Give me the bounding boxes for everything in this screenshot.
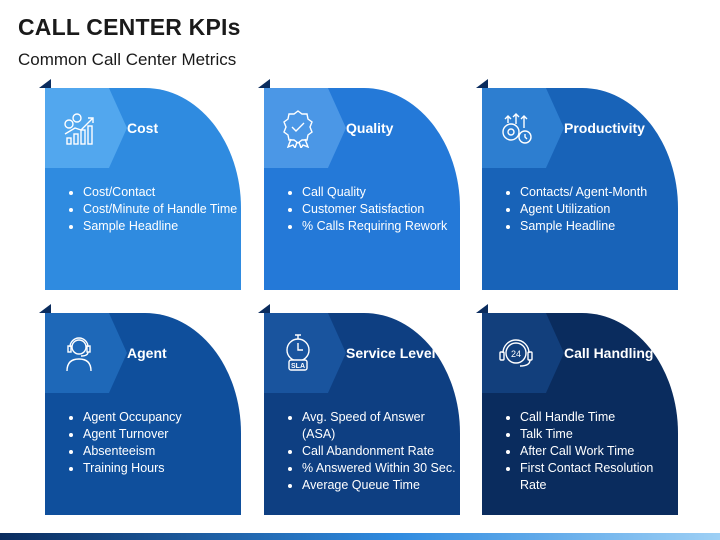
card-call-handling: 24 Call Handling Call Handle Time Talk T… bbox=[476, 304, 678, 515]
card-heading: Call Handling bbox=[564, 345, 654, 361]
card-fold bbox=[476, 304, 488, 313]
card-body: Agent Agent Occupancy Agent Turnover Abs… bbox=[45, 313, 241, 515]
list-item: Cost/Contact bbox=[83, 184, 241, 201]
card-list: Cost/Contact Cost/Minute of Handle Time … bbox=[67, 184, 241, 235]
card-agent: Agent Agent Occupancy Agent Turnover Abs… bbox=[39, 304, 241, 515]
card-body: Quality Call Quality Customer Satisfacti… bbox=[264, 88, 460, 290]
card-fold bbox=[476, 79, 488, 88]
money-growth-icon bbox=[64, 113, 94, 145]
card-tab bbox=[45, 313, 127, 393]
list-item: Average Queue Time bbox=[302, 477, 460, 494]
list-item: Agent Turnover bbox=[83, 426, 241, 443]
card-fold bbox=[39, 79, 51, 88]
sla-text: SLA bbox=[291, 363, 305, 370]
card-quality: Quality Call Quality Customer Satisfacti… bbox=[258, 79, 460, 290]
card-body: Productivity Contacts/ Agent-Month Agent… bbox=[482, 88, 678, 290]
card-list: Contacts/ Agent-Month Agent Utilization … bbox=[504, 184, 678, 235]
card-tab bbox=[482, 88, 564, 168]
card-body: 24 Call Handling Call Handle Time Talk T… bbox=[482, 313, 678, 515]
card-body: SLA Service Level Avg. Speed of Answer (… bbox=[264, 313, 460, 515]
list-item: First Contact Resolution Rate bbox=[520, 460, 678, 494]
list-item: Agent Utilization bbox=[520, 201, 678, 218]
card-cost: Cost Cost/Contact Cost/Minute of Handle … bbox=[39, 79, 241, 290]
card-tab bbox=[482, 313, 564, 393]
card-heading: Productivity bbox=[564, 120, 645, 136]
card-tab bbox=[264, 313, 346, 393]
list-item: Customer Satisfaction bbox=[302, 201, 460, 218]
card-tab bbox=[264, 88, 346, 168]
card-fold bbox=[258, 79, 270, 88]
list-item: Contacts/ Agent-Month bbox=[520, 184, 678, 201]
list-item: Agent Occupancy bbox=[83, 409, 241, 426]
card-heading: Cost bbox=[127, 120, 159, 136]
bottom-gradient-bar bbox=[0, 533, 720, 540]
card-fold bbox=[258, 304, 270, 313]
card-heading: Agent bbox=[127, 345, 167, 361]
card-heading: Quality bbox=[346, 120, 394, 136]
card-list: Agent Occupancy Agent Turnover Absenteei… bbox=[67, 409, 241, 477]
list-item: % Answered Within 30 Sec. bbox=[302, 460, 460, 477]
list-item: Sample Headline bbox=[520, 218, 678, 235]
card-body: Cost Cost/Contact Cost/Minute of Handle … bbox=[45, 88, 241, 290]
card-productivity: Productivity Contacts/ Agent-Month Agent… bbox=[476, 79, 678, 290]
24h-support-icon: 24 bbox=[499, 339, 533, 367]
24-text: 24 bbox=[511, 349, 521, 359]
list-item: % Calls Requiring Rework bbox=[302, 218, 460, 235]
page-title: CALL CENTER KPIs bbox=[18, 14, 241, 40]
productivity-gears-icon bbox=[502, 113, 532, 144]
list-item: Absenteeism bbox=[83, 443, 241, 460]
card-list: Avg. Speed of Answer (ASA) Call Abandonm… bbox=[286, 409, 460, 494]
list-item: Sample Headline bbox=[83, 218, 241, 235]
list-item: Call Abandonment Rate bbox=[302, 443, 460, 460]
sla-stopwatch-icon: SLA bbox=[286, 334, 310, 371]
list-item: After Call Work Time bbox=[520, 443, 678, 460]
headset-agent-icon bbox=[66, 337, 92, 372]
card-heading: Service Level bbox=[346, 345, 436, 361]
card-list: Call Quality Customer Satisfaction % Cal… bbox=[286, 184, 460, 235]
list-item: Call Handle Time bbox=[520, 409, 678, 426]
card-tab bbox=[45, 88, 127, 168]
list-item: Cost/Minute of Handle Time bbox=[83, 201, 241, 218]
list-item: Talk Time bbox=[520, 426, 678, 443]
card-list: Call Handle Time Talk Time After Call Wo… bbox=[504, 409, 678, 494]
quality-badge-icon bbox=[283, 110, 313, 148]
list-item: Training Hours bbox=[83, 460, 241, 477]
page-subtitle: Common Call Center Metrics bbox=[18, 50, 237, 69]
card-service-level: SLA Service Level Avg. Speed of Answer (… bbox=[258, 304, 460, 515]
list-item: Call Quality bbox=[302, 184, 460, 201]
card-fold bbox=[39, 304, 51, 313]
list-item: Avg. Speed of Answer (ASA) bbox=[302, 409, 460, 443]
